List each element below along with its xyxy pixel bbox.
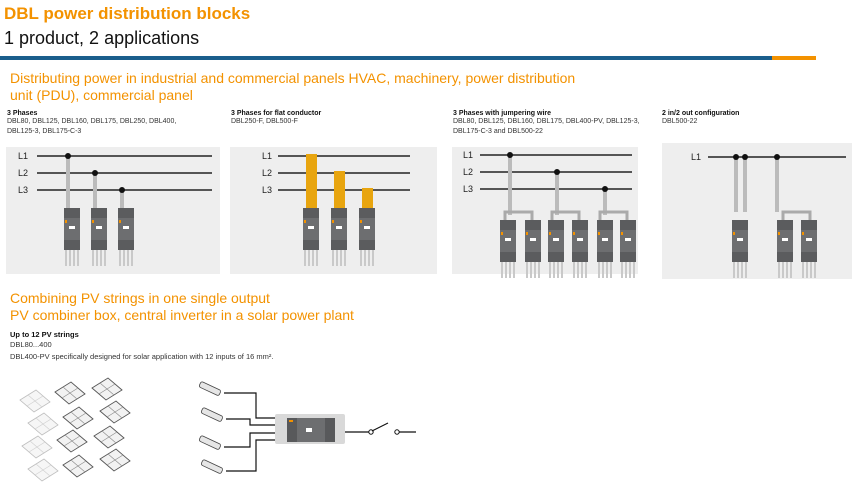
- column-desc-line1: DBL500-22: [662, 118, 698, 125]
- section2-heading-line2: PV combiner box, central inverter in a s…: [10, 307, 354, 323]
- diagram-jumpering-wire: [452, 147, 638, 279]
- column-desc-line2: DBL125-3, DBL175-C-3: [7, 128, 82, 135]
- column-desc-line1: DBL80, DBL125, DBL160, DBL175, DBL400-PV…: [453, 118, 640, 125]
- header-rule-orange: [772, 56, 816, 60]
- phase-label-l2: L2: [18, 168, 28, 178]
- column-title: 2 in/2 out configuration: [662, 110, 740, 117]
- section1-heading: Distributing power in industrial and com…: [10, 70, 575, 104]
- column-flat-conductor: 3 Phases for flat conductor DBL250-F, DB…: [231, 110, 441, 127]
- pv-title: Up to 12 PV strings: [10, 330, 79, 339]
- column-desc-line2: DBL175-C-3 and DBL500-22: [453, 128, 543, 135]
- page-subtitle: 1 product, 2 applications: [4, 28, 200, 48]
- phase-label-l1: L1: [463, 150, 473, 160]
- column-2in-2out: 2 in/2 out configuration DBL500-22: [662, 110, 852, 127]
- column-title: 3 Phases with jumpering wire: [453, 110, 552, 117]
- column-title: 3 Phases for flat conductor: [231, 110, 322, 117]
- section1-heading-line1: Distributing power in industrial and com…: [10, 70, 576, 86]
- column-jumpering-wire: 3 Phases with jumpering wire DBL80, DBL1…: [453, 110, 658, 137]
- header-rule-blue: [0, 56, 772, 60]
- pv-desc-line2: DBL400-PV specifically designed for sola…: [10, 352, 274, 361]
- column-title: 3 Phases: [7, 110, 38, 117]
- pv-desc-line1: DBL80...400: [10, 340, 52, 349]
- phase-label-l2: L2: [463, 167, 473, 177]
- diagram-flat-conductor: [230, 147, 437, 274]
- pv-caption: Up to 12 PV strings DBL80...400 DBL400-P…: [10, 330, 430, 363]
- section2-heading: Combining PV strings in one single outpu…: [10, 290, 354, 324]
- column-desc-line1: DBL80, DBL125, DBL160, DBL175, DBL250, D…: [7, 118, 177, 125]
- section2-heading-line1: Combining PV strings in one single outpu…: [10, 290, 270, 306]
- phase-label-l3: L3: [463, 184, 473, 194]
- phase-label-l3: L3: [262, 185, 272, 195]
- phase-label-l3: L3: [18, 185, 28, 195]
- column-desc-line1: DBL250-F, DBL500-F: [231, 118, 298, 125]
- column-3-phases: 3 Phases DBL80, DBL125, DBL160, DBL175, …: [7, 110, 222, 137]
- phase-label-l1: L1: [18, 151, 28, 161]
- phase-label-l1: L1: [262, 151, 272, 161]
- pv-combiner-diagram: [19, 377, 416, 482]
- phase-label-l2: L2: [262, 168, 272, 178]
- diagram-2in-2out: [662, 143, 852, 279]
- phase-label-l1: L1: [691, 152, 701, 162]
- section1-heading-line2: unit (PDU), commercial panel: [10, 87, 193, 103]
- page-title: DBL power distribution blocks: [4, 4, 251, 23]
- diagram-3-phases: [6, 147, 220, 274]
